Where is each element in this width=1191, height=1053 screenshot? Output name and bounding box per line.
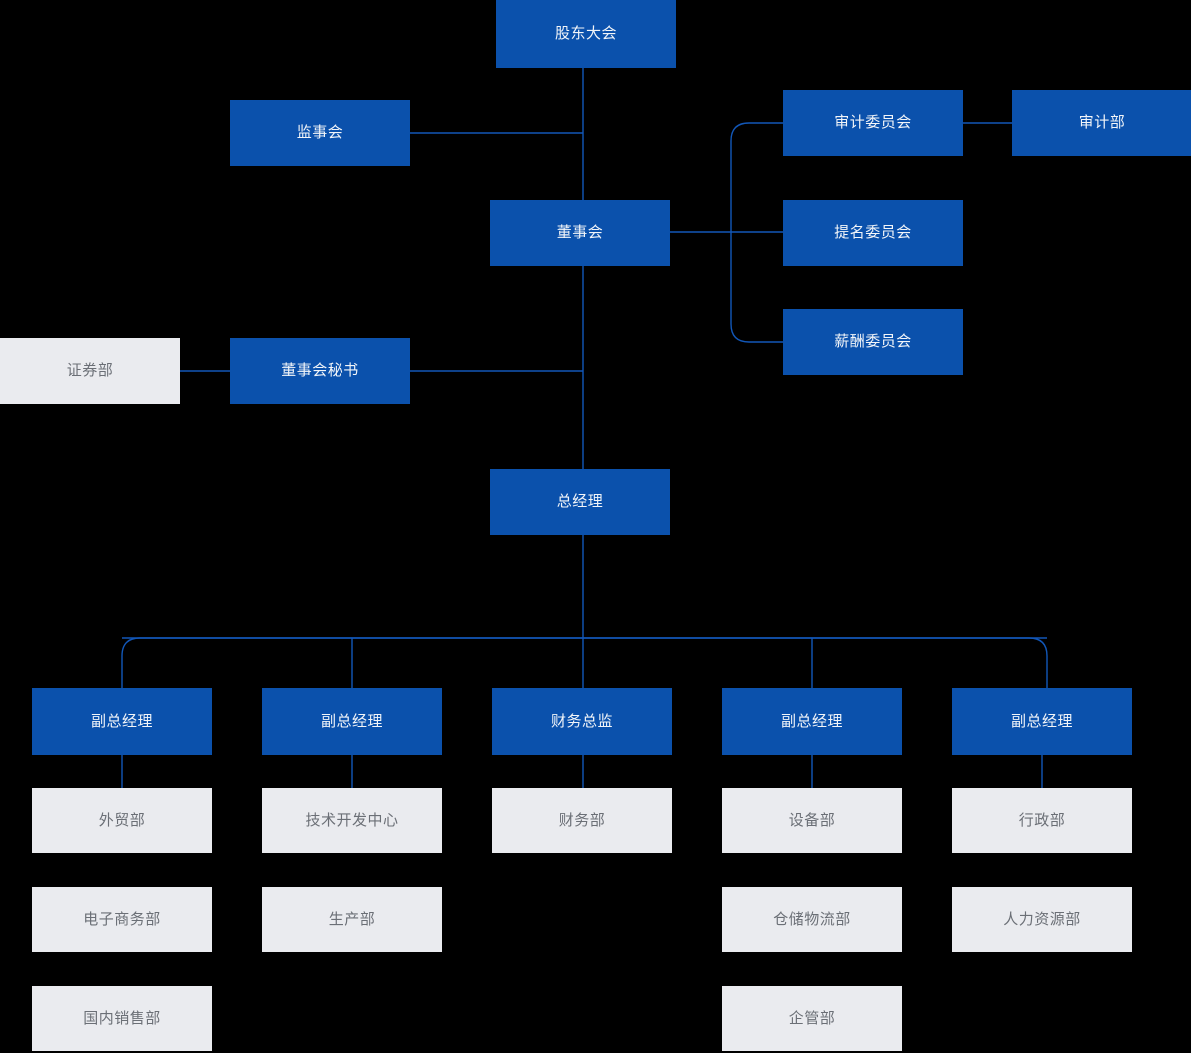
committee-bracket (730, 122, 783, 343)
node-chief-financial-officer[interactable]: 财务总监 (492, 688, 672, 755)
node-label: 生产部 (328, 910, 376, 928)
node-label: 副总经理 (1010, 712, 1073, 730)
node-vice-general-manager-3[interactable]: 副总经理 (722, 688, 902, 755)
node-board-of-directors[interactable]: 董事会 (490, 200, 670, 266)
node-label: 人力资源部 (1003, 910, 1081, 928)
node-label: 国内销售部 (83, 1009, 161, 1027)
node-label: 副总经理 (780, 712, 843, 730)
node-label: 副总经理 (320, 712, 383, 730)
node-securities-department[interactable]: 证券部 (0, 338, 180, 404)
node-label: 总经理 (556, 493, 604, 511)
node-label: 行政部 (1018, 811, 1066, 829)
node-label: 企管部 (788, 1009, 836, 1027)
node-label: 薪酬委员会 (834, 333, 912, 351)
node-technology-development-center[interactable]: 技术开发中心 (262, 788, 442, 853)
node-nomination-committee[interactable]: 提名委员会 (783, 200, 963, 266)
node-domestic-sales-department[interactable]: 国内销售部 (32, 986, 212, 1051)
node-label: 设备部 (788, 811, 836, 829)
node-label: 技术开发中心 (305, 811, 399, 829)
executive-bracket (121, 637, 1048, 688)
node-warehouse-logistics-department[interactable]: 仓储物流部 (722, 887, 902, 952)
node-label: 董事会 (556, 224, 604, 242)
node-label: 外贸部 (98, 811, 146, 829)
node-label: 电子商务部 (83, 910, 161, 928)
node-vice-general-manager-1[interactable]: 副总经理 (32, 688, 212, 755)
node-label: 副总经理 (90, 712, 153, 730)
node-vice-general-manager-4[interactable]: 副总经理 (952, 688, 1132, 755)
node-foreign-trade-department[interactable]: 外贸部 (32, 788, 212, 853)
node-general-manager[interactable]: 总经理 (490, 469, 670, 535)
node-audit-department[interactable]: 审计部 (1012, 90, 1191, 156)
node-label: 股东大会 (554, 25, 617, 43)
node-finance-department[interactable]: 财务部 (492, 788, 672, 853)
node-label: 证券部 (66, 362, 114, 380)
node-label: 审计部 (1078, 114, 1126, 132)
node-audit-committee[interactable]: 审计委员会 (783, 90, 963, 156)
node-equipment-department[interactable]: 设备部 (722, 788, 902, 853)
node-administration-department[interactable]: 行政部 (952, 788, 1132, 853)
node-label: 财务部 (558, 811, 606, 829)
node-ecommerce-department[interactable]: 电子商务部 (32, 887, 212, 952)
node-enterprise-management-department[interactable]: 企管部 (722, 986, 902, 1051)
node-label: 仓储物流部 (773, 910, 851, 928)
node-board-of-supervisors[interactable]: 监事会 (230, 100, 410, 166)
node-shareholders-meeting[interactable]: 股东大会 (496, 0, 676, 68)
node-label: 提名委员会 (834, 224, 912, 242)
node-human-resources-department[interactable]: 人力资源部 (952, 887, 1132, 952)
node-label: 财务总监 (550, 712, 613, 730)
node-label: 董事会秘书 (281, 362, 359, 380)
node-production-department[interactable]: 生产部 (262, 887, 442, 952)
node-label: 审计委员会 (834, 114, 912, 132)
node-compensation-committee[interactable]: 薪酬委员会 (783, 309, 963, 375)
node-vice-general-manager-2[interactable]: 副总经理 (262, 688, 442, 755)
node-label: 监事会 (296, 124, 344, 142)
node-board-secretary[interactable]: 董事会秘书 (230, 338, 410, 404)
